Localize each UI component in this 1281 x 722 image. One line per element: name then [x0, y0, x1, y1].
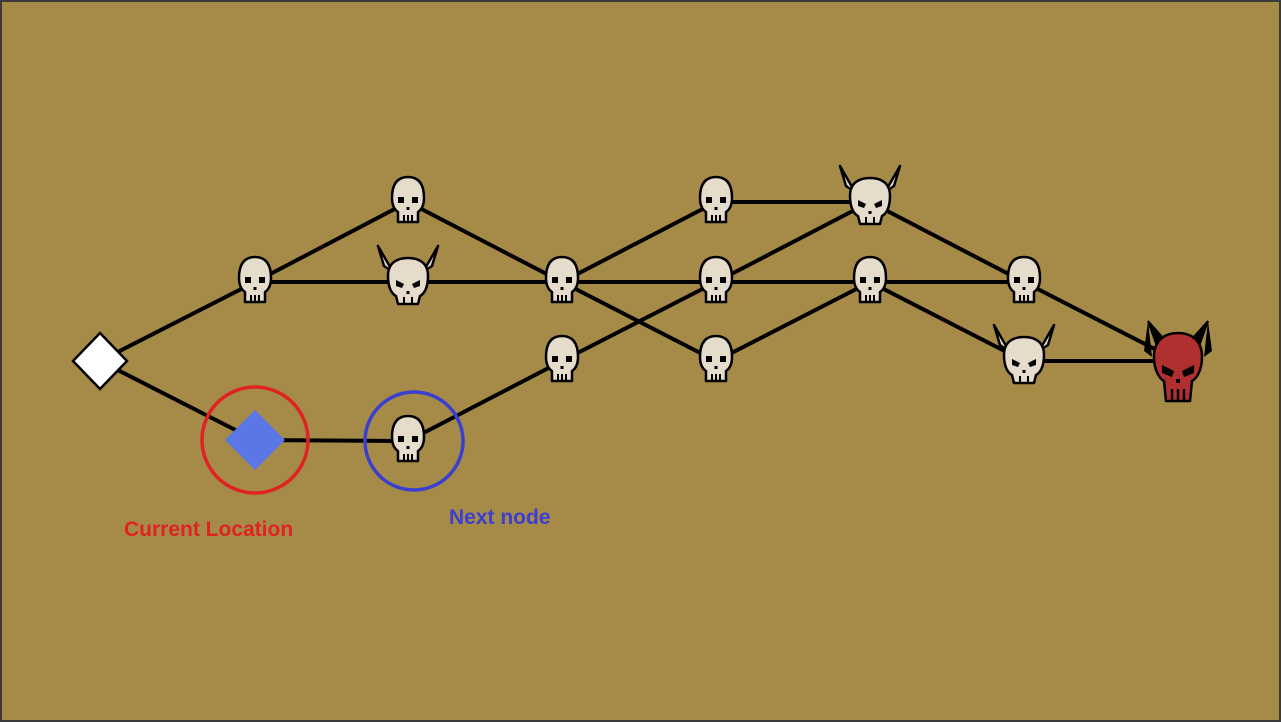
map-path	[868, 200, 1026, 284]
skull-icon[interactable]	[698, 255, 734, 304]
map-path	[868, 280, 1026, 363]
annotations	[200, 385, 465, 495]
next-node-circle	[363, 390, 465, 492]
skull-icon[interactable]	[390, 175, 426, 224]
map-path	[406, 359, 564, 443]
current-location-circle	[200, 385, 310, 495]
skull-icon[interactable]	[1006, 255, 1042, 304]
map-nodes	[71, 164, 1212, 470]
map-path	[714, 280, 872, 363]
map-path	[98, 280, 257, 363]
skull-icon[interactable]	[698, 334, 734, 383]
skull-icon[interactable]	[698, 175, 734, 224]
map-path	[1022, 280, 1180, 363]
current-node-diamond[interactable]	[225, 410, 285, 470]
map-path	[560, 280, 718, 363]
skull-icon[interactable]	[237, 255, 273, 304]
map-path	[714, 200, 872, 284]
skull-icon[interactable]	[544, 255, 580, 304]
skull-icon[interactable]	[544, 334, 580, 383]
start-node-diamond[interactable]	[71, 331, 129, 391]
map-path	[253, 200, 410, 284]
horned-skull-icon[interactable]	[376, 244, 440, 306]
skull-icon[interactable]	[852, 255, 888, 304]
map-path	[560, 200, 718, 284]
horned-skull-icon[interactable]	[992, 323, 1056, 385]
boss-demon-skull-icon[interactable]	[1144, 320, 1212, 403]
map-path	[406, 200, 564, 284]
next-node-skull-icon[interactable]	[390, 414, 426, 463]
next-node-label: Next node	[449, 506, 551, 529]
horned-skull-icon[interactable]	[838, 164, 902, 226]
current-location-label: Current Location	[124, 518, 294, 541]
map-path	[98, 359, 257, 442]
map-paths	[98, 200, 1180, 443]
